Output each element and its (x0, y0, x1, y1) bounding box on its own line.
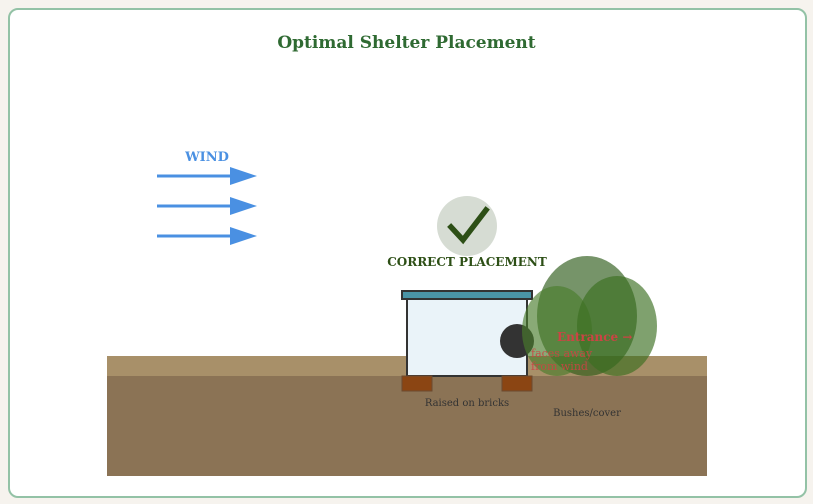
brick-right (501, 375, 533, 392)
wind-label: WIND (184, 150, 229, 165)
shelter-roof (401, 290, 533, 300)
bricks-label: Raised on bricks (425, 398, 509, 409)
diagram-title: Optimal Shelter Placement (277, 33, 536, 53)
ground (107, 376, 707, 476)
shelter (401, 290, 534, 392)
bush (577, 276, 657, 376)
wind-arrow-icon (157, 167, 257, 185)
bushes-label: Bushes/cover (553, 408, 621, 419)
bush (522, 286, 592, 376)
brick-left (401, 375, 433, 392)
checkmark-circle (437, 196, 497, 256)
entrance-note-line1: faces away (531, 347, 593, 360)
entrance-note-line2: from wind (531, 360, 588, 373)
bushes (522, 256, 657, 376)
wind-arrows (157, 167, 257, 245)
wind-arrow-icon (157, 197, 257, 215)
status-label: CORRECT PLACEMENT (387, 255, 547, 269)
checkmark-badge (437, 196, 497, 256)
checkmark-icon (447, 206, 490, 245)
wind-arrow-icon (157, 227, 257, 245)
entrance-label: Entrance → (557, 330, 632, 344)
